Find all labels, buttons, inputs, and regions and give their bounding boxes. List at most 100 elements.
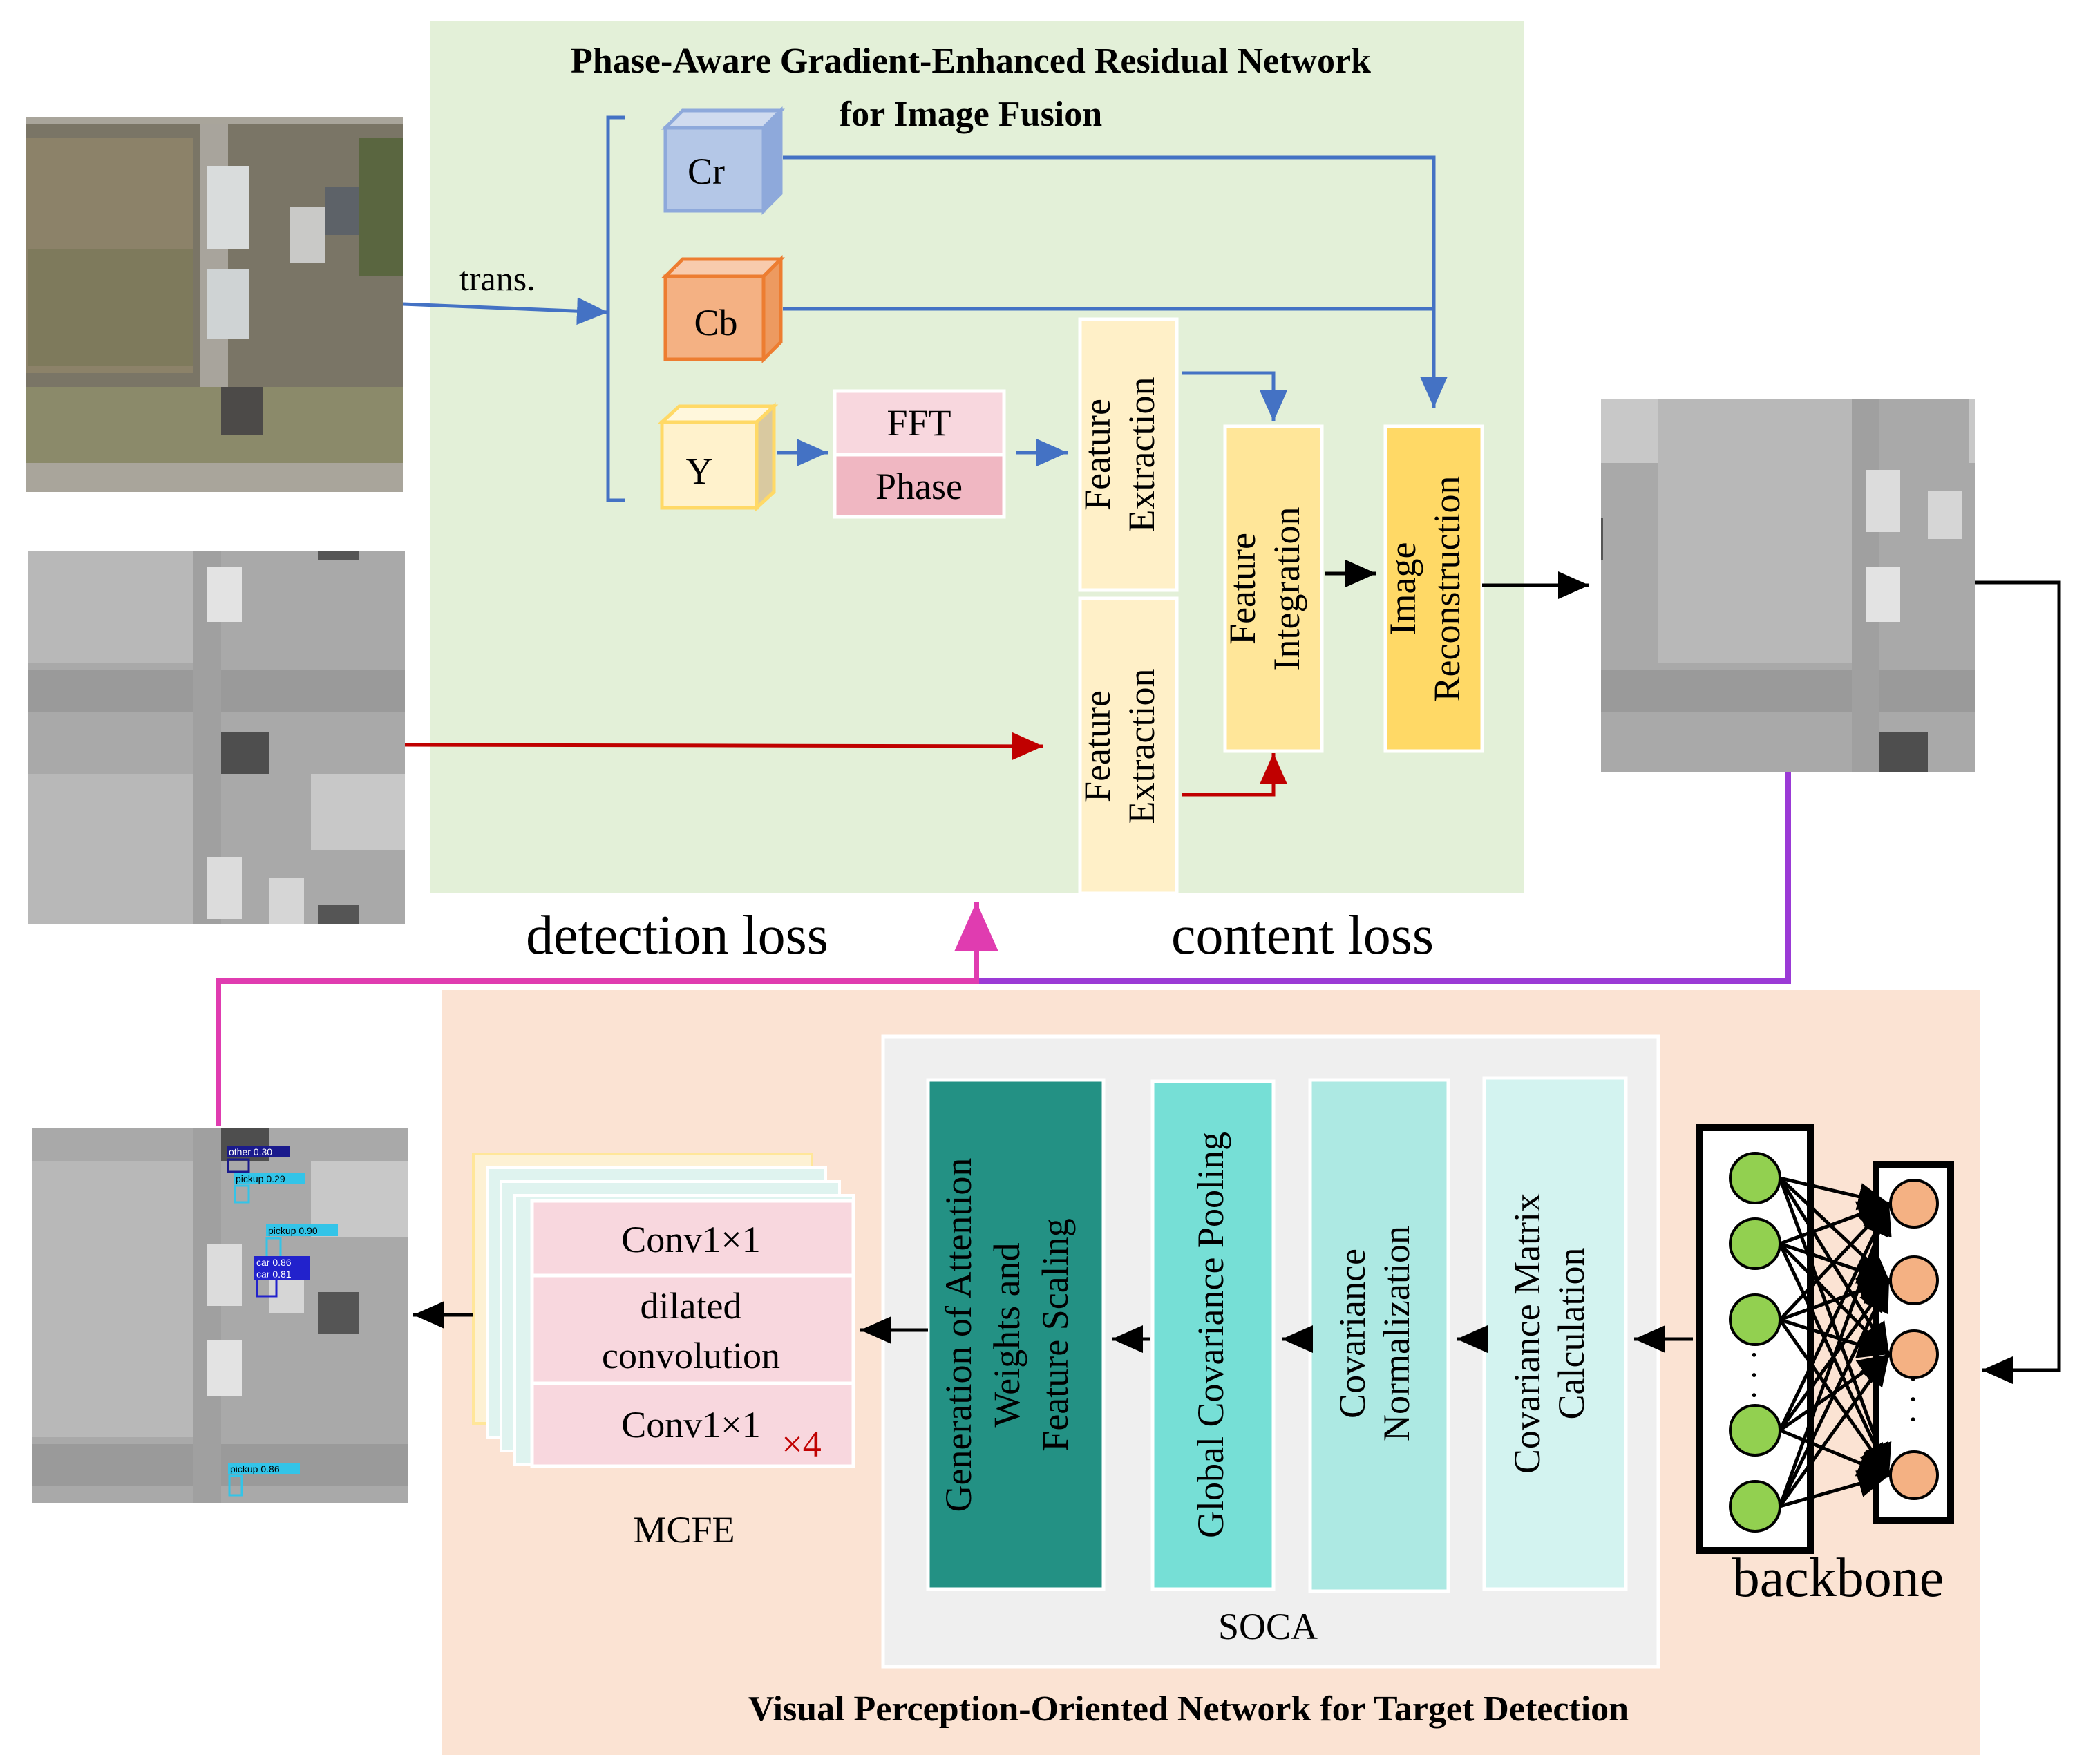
cov-matrix-line2: Calculation [1551, 1248, 1592, 1420]
fused-to-backbone-arrow [1975, 580, 2061, 1384]
mcfe-conv-top-label: Conv1×1 [621, 1219, 760, 1260]
image-reconstruction-block [1383, 424, 1484, 753]
fusion-title-line2: for Image Fusion [840, 95, 1102, 134]
fused-output-image [1601, 399, 1975, 772]
backbone-edge [1778, 1318, 1891, 1477]
det-label-bg-1 [227, 1146, 290, 1157]
fe-top-line1: Feature [1077, 399, 1118, 511]
trans-label: trans. [459, 259, 536, 298]
cov-norm-line1: Covariance [1332, 1249, 1373, 1419]
fe-top-to-integration-arrow [1182, 371, 1287, 421]
phase-label: Phase [875, 466, 963, 507]
det-label-bg-6 [228, 1463, 300, 1474]
y-label: Y [686, 451, 713, 492]
backbone-edge [1778, 1177, 1892, 1476]
cr-cube: Cr [661, 106, 786, 216]
content-loss-label: content loss [1171, 905, 1434, 966]
infrared-to-fe-arrow [404, 732, 1044, 760]
attention-line1: Generation of Attention [938, 1158, 979, 1512]
backbone-edge [1779, 1428, 1890, 1477]
ir-line2: Reconstruction [1426, 476, 1468, 702]
attention-line3: Feature Scaling [1034, 1218, 1076, 1451]
mcfe-conv-bottom-label: Conv1×1 [621, 1404, 760, 1445]
mcfe-dilated [530, 1273, 855, 1385]
backbone-edge [1779, 1318, 1890, 1358]
input-visible-image [26, 117, 403, 492]
cr-arrow [783, 155, 1448, 408]
detection-title: Visual Perception-Oriented Network for T… [748, 1689, 1629, 1729]
backbone-right-dots: · · · [1893, 1374, 1932, 1425]
det-label-bg-2 [234, 1173, 305, 1184]
cov-matrix-line1: Covariance Matrix [1506, 1193, 1548, 1474]
covariance-matrix-block [1482, 1076, 1628, 1591]
global-covariance-pooling-block [1150, 1079, 1276, 1591]
fusion-title-line1: Phase-Aware Gradient-Enhanced Residual N… [571, 41, 1371, 81]
channel-bracket [606, 115, 625, 502]
backbone-input-node [1729, 1217, 1781, 1270]
covariance-normalization-block [1308, 1078, 1450, 1593]
detection-boxes: other 0.30 pickup 0.29 pickup 0.90 car 0… [227, 1146, 338, 1497]
phase-block [833, 453, 1006, 519]
backbone-output-node [1889, 1255, 1939, 1305]
det-label-4: car 0.86 [256, 1257, 292, 1268]
det-label-1: other 0.30 [229, 1146, 272, 1157]
fe-bottom-to-integration-arrow [1182, 753, 1287, 797]
cov-norm-line2: Normalization [1376, 1226, 1417, 1441]
mcfe-repeat-label: ×4 [781, 1423, 821, 1465]
ir-line1: Image [1382, 542, 1423, 636]
feature-extraction-top [1078, 317, 1179, 592]
backbone-left-dots: · · · [1734, 1349, 1773, 1401]
det-label-5: car 0.81 [256, 1269, 292, 1280]
y-cube: Y [657, 402, 779, 512]
cr-label: Cr [688, 151, 725, 192]
fft-block [833, 389, 1006, 457]
backbone-edges [1778, 1176, 1892, 1508]
detection-loss-label: detection loss [526, 905, 828, 966]
detection-output-image [32, 1128, 408, 1503]
soca-label: SOCA [1218, 1606, 1318, 1647]
input-infrared-image [28, 551, 405, 924]
global-pooling-label: Global Covariance Pooling [1190, 1132, 1231, 1538]
feature-integration-block [1223, 424, 1324, 753]
backbone-edge [1779, 1176, 1890, 1211]
mcfe-dilated-line2: convolution [602, 1335, 780, 1376]
attention-generation-block [926, 1078, 1106, 1591]
backbone-output-node [1889, 1329, 1939, 1379]
backbone-edge [1779, 1470, 1890, 1508]
attention-line2: Weights and [986, 1242, 1027, 1427]
det-label-2: pickup 0.29 [236, 1173, 285, 1184]
detection-loss-line [216, 902, 998, 1126]
cb-cube: Cb [661, 254, 786, 364]
feature-extraction-bottom [1078, 596, 1179, 895]
mcfe-label: MCFE [633, 1509, 735, 1550]
mcfe-conv-bottom [530, 1381, 855, 1468]
backbone-input-node [1729, 1152, 1781, 1204]
backbone-input-node [1729, 1404, 1781, 1457]
fe-bottom-line1: Feature [1077, 690, 1118, 802]
det-label-bg-5 [254, 1268, 310, 1280]
det-label-bg-3 [266, 1224, 338, 1236]
backbone-edge [1778, 1202, 1891, 1432]
det-label-bg-4 [254, 1256, 310, 1268]
backbone-output-node [1889, 1450, 1939, 1500]
fft-label: FFT [887, 402, 951, 444]
backbone-edge [1778, 1203, 1892, 1507]
mcfe-conv-top [530, 1199, 855, 1278]
fe-bottom-line2: Extraction [1121, 669, 1162, 824]
content-loss-line [976, 772, 1791, 984]
fi-line2: Integration [1266, 507, 1307, 671]
backbone-edge [1778, 1353, 1891, 1508]
backbone-input-node [1729, 1293, 1781, 1346]
mcfe-dilated-line1: dilated [641, 1285, 742, 1327]
backbone-input-node [1729, 1480, 1781, 1533]
fi-line1: Feature [1222, 533, 1263, 645]
backbone-label: backbone [1732, 1548, 1944, 1609]
backbone-nodes [1729, 1152, 1939, 1533]
det-label-3: pickup 0.90 [268, 1225, 318, 1236]
cb-label: Cb [694, 302, 737, 343]
fe-top-line2: Extraction [1121, 377, 1162, 533]
backbone-edge [1778, 1279, 1891, 1508]
det-label-6: pickup 0.86 [230, 1463, 280, 1474]
